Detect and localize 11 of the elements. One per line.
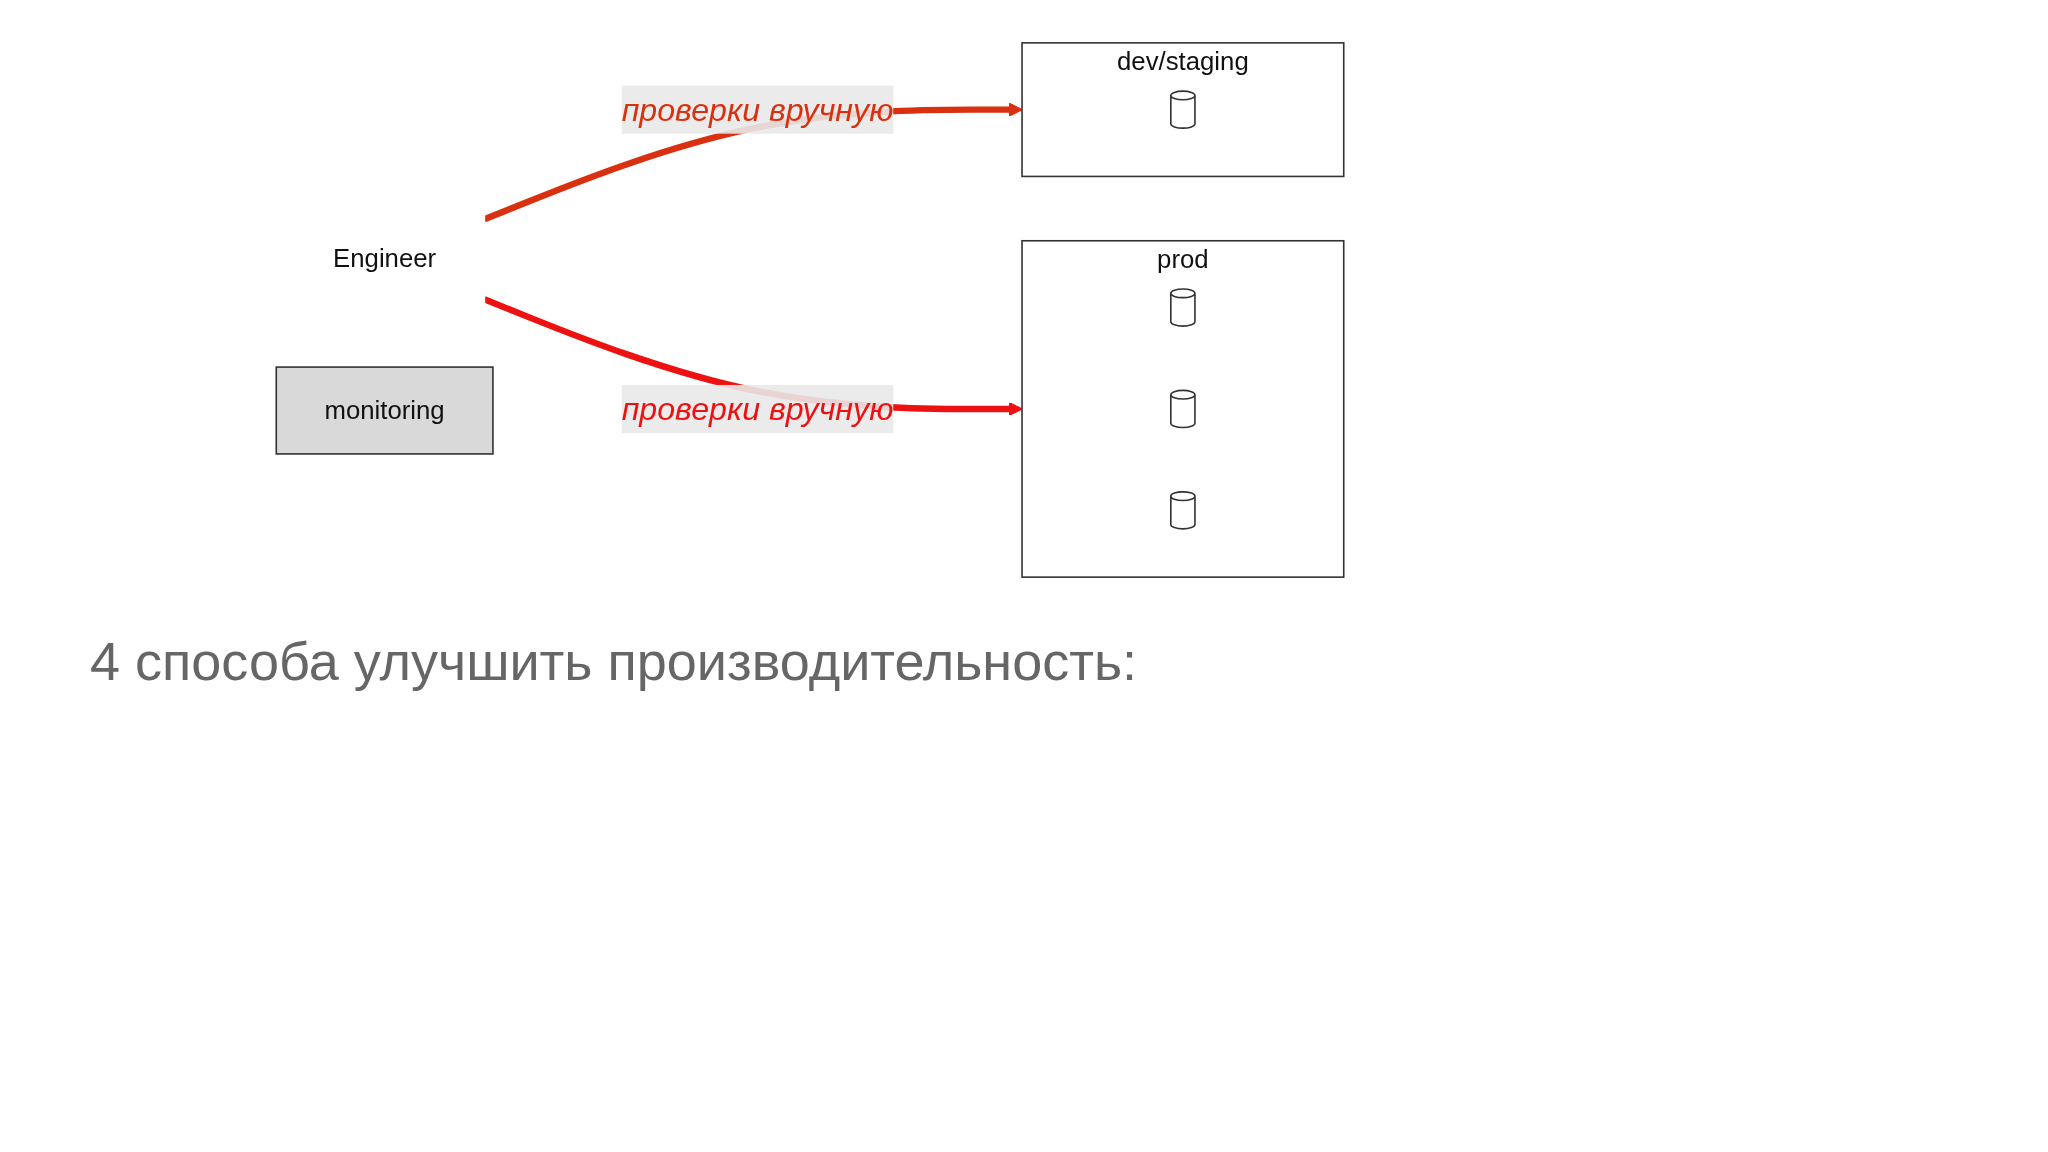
node-text: Engineer [333, 244, 437, 273]
node-cylinder [1170, 491, 1196, 530]
cluster: prod [1021, 239, 1345, 578]
edge-label: проверки вручную [621, 391, 894, 427]
node-box: monitoring [275, 366, 494, 455]
node-cylinder [1170, 288, 1196, 327]
node-cylinder [1170, 90, 1196, 129]
heading-text: 4 способа улучшить производительность: [90, 630, 1138, 692]
cluster: dev/staging [1021, 42, 1345, 178]
edge-label: проверки вручную [621, 91, 894, 128]
node-cylinder [1170, 389, 1196, 429]
